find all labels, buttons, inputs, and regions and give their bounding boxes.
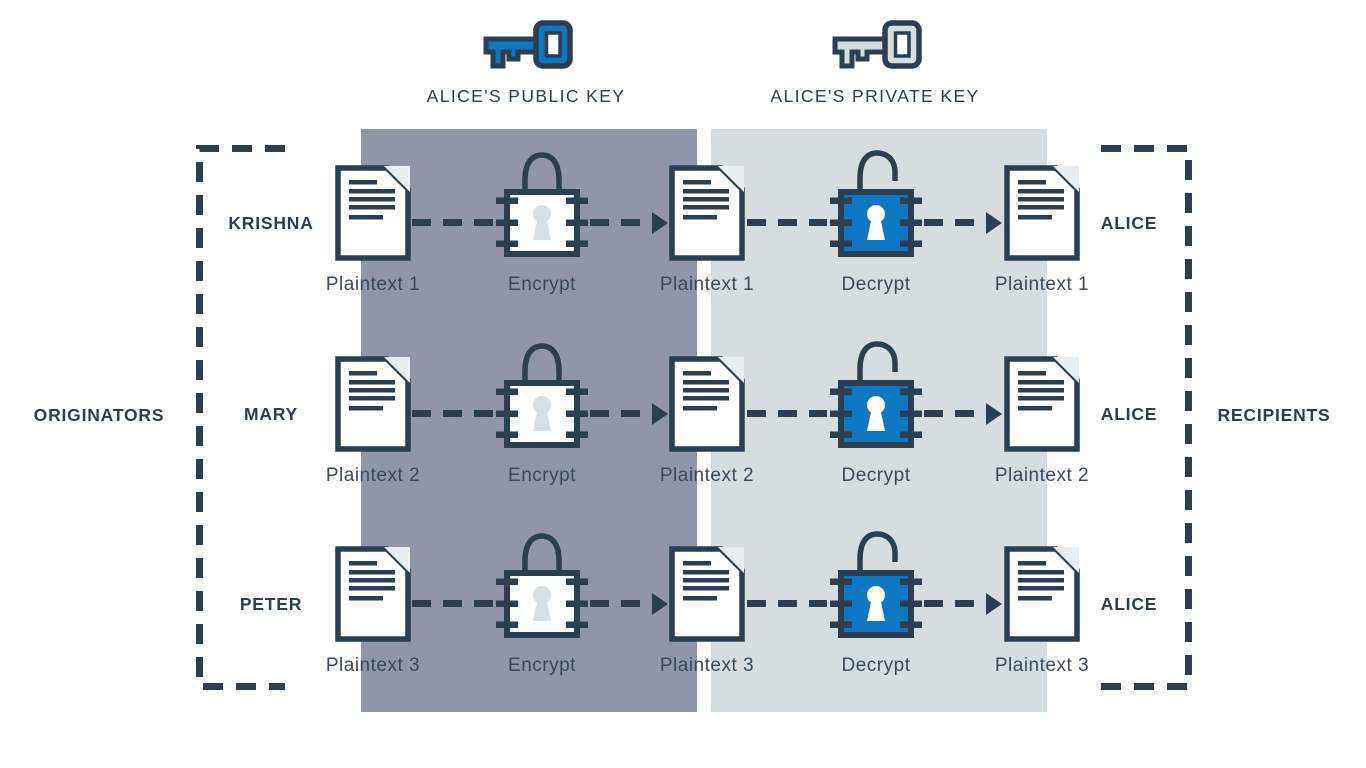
document-icon xyxy=(669,356,745,452)
dashed-connector xyxy=(412,600,496,607)
decrypt-caption: Decrypt xyxy=(841,274,911,295)
recipient-name: ALICE xyxy=(1100,594,1158,614)
private-key-label: ALICE'S PRIVATE KEY xyxy=(770,86,980,106)
arrow-right-icon xyxy=(652,403,668,425)
flow-row-krishna: KRISHNA Plaintext 1 Encrypt Plaintext 1 … xyxy=(0,138,1366,308)
encrypt-caption: Encrypt xyxy=(508,274,576,295)
dashed-connector xyxy=(412,410,496,417)
dashed-connector xyxy=(590,219,652,226)
closed-padlock-icon xyxy=(492,339,592,449)
dashed-connector xyxy=(924,410,986,417)
decrypt-caption: Decrypt xyxy=(841,655,911,676)
transit-doc-caption: Plaintext 3 xyxy=(659,655,755,676)
open-padlock-icon xyxy=(826,148,926,258)
recipients-label: RECIPIENTS xyxy=(1217,405,1331,425)
public-key-label: ALICE'S PUBLIC KEY xyxy=(426,86,626,106)
recipient-name: ALICE xyxy=(1100,213,1158,233)
dashed-connector xyxy=(590,410,652,417)
originator-name: KRISHNA xyxy=(228,213,314,233)
dashed-connector xyxy=(924,600,986,607)
recipient-name: ALICE xyxy=(1100,404,1158,424)
decrypt-caption: Decrypt xyxy=(841,465,911,486)
open-padlock-icon xyxy=(826,339,926,449)
document-icon xyxy=(669,165,745,261)
document-icon xyxy=(335,165,411,261)
document-icon xyxy=(335,356,411,452)
closed-padlock-icon xyxy=(492,148,592,258)
closed-padlock-icon xyxy=(492,529,592,639)
transit-doc-caption: Plaintext 2 xyxy=(659,465,755,486)
arrow-right-icon xyxy=(652,212,668,234)
dashed-connector xyxy=(747,410,827,417)
originator-name: PETER xyxy=(239,594,303,614)
dashed-connector xyxy=(747,219,827,226)
received-doc-caption: Plaintext 3 xyxy=(994,655,1090,676)
received-doc-caption: Plaintext 2 xyxy=(994,465,1090,486)
flow-row-peter: PETER Plaintext 3 Encrypt Plaintext 3 De… xyxy=(0,519,1366,689)
arrow-right-icon xyxy=(652,593,668,615)
dashed-connector xyxy=(747,600,827,607)
arrow-right-icon xyxy=(986,403,1002,425)
public-key-icon xyxy=(478,17,574,71)
source-doc-caption: Plaintext 1 xyxy=(325,274,421,295)
received-doc-caption: Plaintext 1 xyxy=(994,274,1090,295)
source-doc-caption: Plaintext 3 xyxy=(325,655,421,676)
dashed-connector xyxy=(412,219,496,226)
transit-doc-caption: Plaintext 1 xyxy=(659,274,755,295)
encrypt-caption: Encrypt xyxy=(508,655,576,676)
originator-name: MARY xyxy=(243,404,299,424)
arrow-right-icon xyxy=(986,212,1002,234)
dashed-connector xyxy=(590,600,652,607)
dashed-connector xyxy=(924,219,986,226)
document-icon xyxy=(335,546,411,642)
flow-row-mary: MARY Plaintext 2 Encrypt Plaintext 2 Dec… xyxy=(0,329,1366,499)
originators-label: ORIGINATORS xyxy=(33,405,165,425)
encrypt-caption: Encrypt xyxy=(508,465,576,486)
arrow-right-icon xyxy=(986,593,1002,615)
document-icon xyxy=(669,546,745,642)
source-doc-caption: Plaintext 2 xyxy=(325,465,421,486)
private-key-icon xyxy=(827,17,923,71)
open-padlock-icon xyxy=(826,529,926,639)
